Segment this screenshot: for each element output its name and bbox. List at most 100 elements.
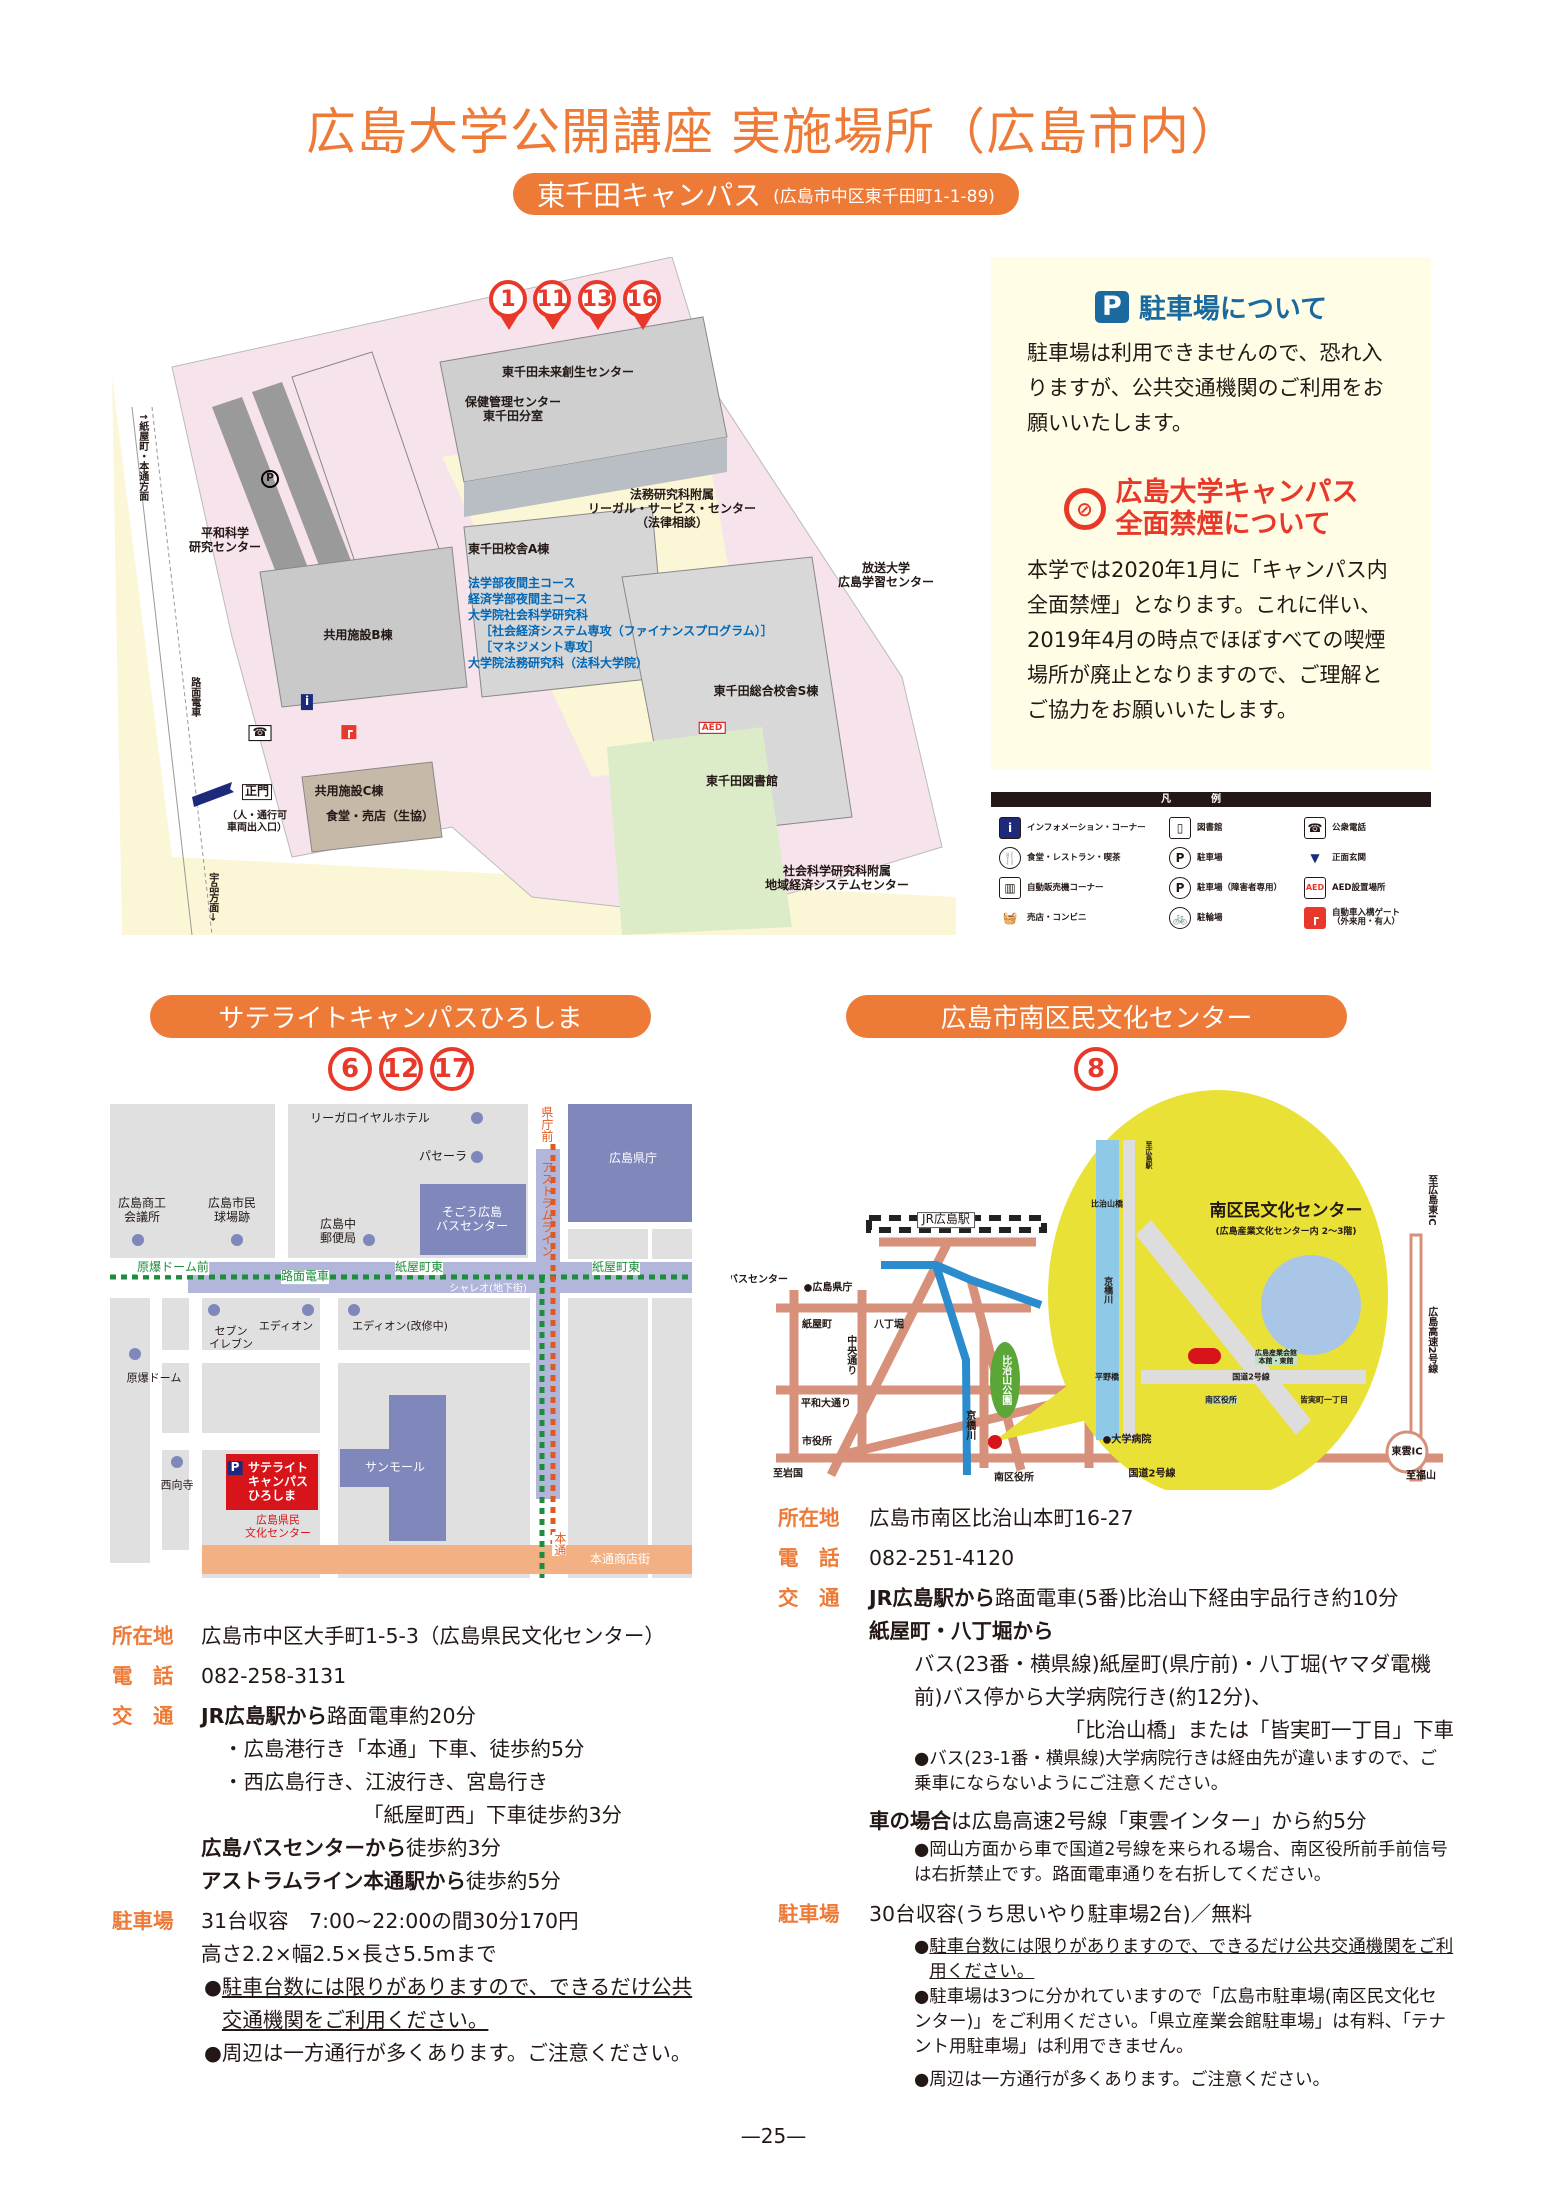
parking-notice-body: 駐車場は利用できませんので、恐れ入りますが、公共交通機関のご利用をお願いいたしま… <box>1027 341 1384 435</box>
car-gate-icon: ┏ <box>1304 907 1326 929</box>
legend-item: 🍴食堂・レストラン・喫茶 <box>999 843 1169 873</box>
restaurant-icon: 🍴 <box>999 847 1021 869</box>
notice-box: P 駐車場について 駐車場は利用できませんので、恐れ入りますが、公共交通機関のご… <box>991 257 1431 770</box>
aed-icon: AED <box>1304 877 1326 899</box>
inset-route-2: 国道2号線 <box>1232 1372 1270 1382</box>
label-s-building: 東千田総合校舎S棟 <box>713 684 819 699</box>
venue-pin-13: 13 <box>578 280 618 332</box>
legend-title: 凡例 <box>991 792 1431 807</box>
label-regional-center: 社会科学研究科附属 地域経済システムセンター <box>765 864 909 892</box>
information-icon: i <box>999 817 1021 839</box>
label-kamiyacho: 紙屋町 <box>802 1319 832 1331</box>
shop-icon: 🧺 <box>1002 910 1018 925</box>
satellite-map: リーガロイヤルホテル パセーラ 広島県庁 広島商工 会議所 広島市民 球場跡 広… <box>110 1104 692 1578</box>
minami-map: JR広島駅 バスセンター ●広島県庁 紙屋町 八丁堀 中央通り 比治山公園 平和… <box>731 1090 1443 1490</box>
vending-machine-icon: ▥ <box>999 877 1021 899</box>
label-to-fukuyama: 至福山 <box>1406 1470 1436 1482</box>
no-smoking-icon: ⊘ <box>1063 488 1106 530</box>
legend-item: ☎公衆電話 <box>1304 813 1439 843</box>
legend-item: ▯図書館 <box>1169 813 1304 843</box>
label-university-hospital: ●大学病院 <box>1102 1434 1152 1446</box>
venue-number-8: 8 <box>1074 1047 1118 1091</box>
label-pacela: パセーラ <box>418 1149 468 1164</box>
label-edion: エディオン <box>258 1319 314 1333</box>
label-tram: 路面電車 <box>280 1269 330 1284</box>
access: JR広島駅から路面電車(5番)比治山下経由宇品行き約10分 紙屋町・八丁堀から … <box>869 1586 1454 1885</box>
page-title: 広島大学公開講座 実施場所（広島市内） <box>306 103 1241 161</box>
legend-item: ▥自動販売機コーナー <box>999 873 1169 903</box>
parking-notice-heading: 駐車場について <box>1138 294 1328 325</box>
label-city-hall: 市役所 <box>802 1436 832 1448</box>
venue-header-minami: 広島市南区民文化センター <box>846 995 1347 1038</box>
label-shinonome-ic: 東雲IC <box>1391 1446 1423 1458</box>
label-saikoji: 西向寺 <box>160 1478 194 1492</box>
station-kenchomae: 県庁前 <box>539 1106 554 1142</box>
label-expressway: 広島高速2号線 <box>1425 1306 1437 1374</box>
label-open-university: 放送大学 広島学習センター <box>837 561 935 589</box>
label-health-center: 保健管理センター 東千田分室 <box>464 395 562 423</box>
legend-item: 🧺売店・コンビニ <box>999 903 1169 933</box>
label-seven-eleven: セブン イレブン <box>209 1324 253 1350</box>
information-icon: i <box>300 694 314 710</box>
smoking-notice-title: ⊘ 広島大学キャンパス全面禁煙について <box>991 477 1431 541</box>
library-icon: ▯ <box>1169 817 1191 839</box>
address: 広島市中区大手町1-5-3（広島県民文化センター） <box>201 1624 665 1648</box>
venue-number-17: 17 <box>430 1047 474 1091</box>
venue-number-12: 12 <box>379 1047 423 1091</box>
inset-hijiyama-bridge: 比治山橋 <box>1091 1199 1123 1209</box>
access: JR広島駅から路面電車約20分 ・広島港行き「本通」下車、徒歩約5分 ・西広島行… <box>201 1704 623 1893</box>
label-cafeteria: 食堂・売店（生協） <box>325 809 435 824</box>
label-c-building: 共用施設C棟 <box>314 784 384 799</box>
phone: 082-251-4120 <box>869 1546 1015 1570</box>
label-gate-note: （人・通行可 車両出入口） <box>227 810 287 834</box>
label-legal-center: 法務研究科附属 リーガル・サービス・センター （法律相談） <box>587 487 757 529</box>
label-stadium-site: 広島市民 球場跡 <box>207 1196 257 1224</box>
label-jr-station: JR広島駅 <box>917 1212 975 1228</box>
label-edion-renovation: エディオン(改修中) <box>352 1319 448 1333</box>
campus-map-drawing <box>112 257 956 935</box>
parking-notice-title: P 駐車場について <box>991 287 1431 326</box>
inset-hirano-bridge: 平野橋 <box>1095 1372 1119 1382</box>
station-kamiyacho-higashi: 紙屋町東 <box>394 1260 444 1275</box>
phone: 082-258-3131 <box>201 1664 347 1688</box>
car-gate-icon: ┏ <box>341 724 357 739</box>
station-kamiyacho-higashi-2: 紙屋町東 <box>591 1260 641 1275</box>
label-peace-research: 平和科学 研究センター <box>188 526 262 554</box>
label-route-2: 国道2号線 <box>1128 1468 1176 1480</box>
parking: 31台収容 7:00~22:00の間30分170円 高さ2.2×幅2.5×長さ5… <box>201 1909 693 2065</box>
label-atomic-dome: 原爆ドーム <box>126 1371 182 1385</box>
campus-header-higashisenda: 東千田キャンパス (広島市中区東千田町1-1-89) <box>513 173 1019 215</box>
label-rihga: リーガロイヤルホテル <box>310 1111 430 1126</box>
campus-address: (広島市中区東千田町1-1-89) <box>773 186 995 207</box>
label-sunmall: サンモール <box>364 1460 426 1475</box>
label-shareo: シャレオ(地下街) <box>449 1283 527 1295</box>
label-kyobashi-river: 京橋川 <box>963 1410 975 1440</box>
label-center-sub: (広島産業文化センター内 2～3階) <box>1215 1226 1357 1237</box>
aed-icon: AED <box>698 721 726 735</box>
label-prefectural-office: ●広島県庁 <box>803 1282 853 1294</box>
label-satellite-campus: サテライト キャンパス ひろしま <box>247 1460 309 1502</box>
label-kencho: 広島県庁 <box>608 1151 658 1166</box>
label-to-higashi-ic: 至広島東IC <box>1425 1174 1437 1226</box>
label-post-office: 広島中 郵便局 <box>319 1217 357 1245</box>
venue-pin-11: 11 <box>533 280 573 332</box>
venue-pin-16: 16 <box>623 280 663 332</box>
label-road-south: 宇品方面→ <box>206 872 218 922</box>
phone-icon: ☎ <box>248 725 272 741</box>
parking: 30台収容(うち思いやり駐車場2台)／無料 ●駐車台数には限りがありますので、で… <box>869 1902 1454 2090</box>
entrance-icon: ▼ <box>1310 850 1320 865</box>
a-building-courses: 法学部夜間主コース 経済学部夜間主コース 大学院社会科学研究科 ［社会経済システ… <box>468 576 773 670</box>
label-main-gate: 正門 <box>241 784 273 800</box>
smoking-notice-body: 本学では2020年1月に「キャンパス内全面禁煙」となります。これに伴い、2019… <box>1027 558 1388 722</box>
station-hondori-astram: 本通 <box>552 1532 567 1556</box>
legend-item: ┏自動車入構ゲート （外来用・有人） <box>1304 903 1439 933</box>
venue-number-6: 6 <box>328 1047 372 1091</box>
inset-kyobashi: 京橋川 <box>1102 1276 1113 1304</box>
label-sogo: そごう広島 バスセンター <box>435 1205 509 1233</box>
label-chuo-dori: 中央通り <box>844 1335 856 1375</box>
